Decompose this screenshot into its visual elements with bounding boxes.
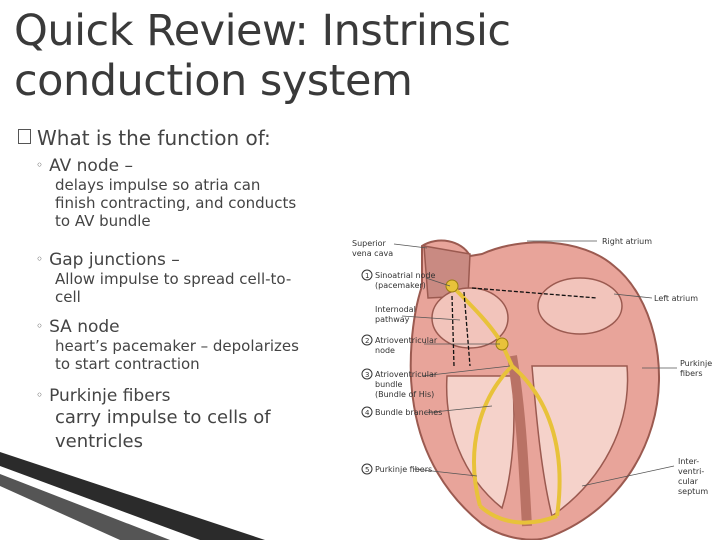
corner-decoration [0,452,265,540]
label-purkinje-fibers: Purkinje fibers [375,465,432,474]
decoration-white-wedge [0,486,120,540]
label-interventricular-septum: Inter- [678,457,699,466]
label-interventricular-septum: ventri- [678,467,704,476]
label-superior-vena-cava: vena cava [352,249,393,258]
label-interventricular-septum: septum [678,487,708,496]
interventricular-septum [507,355,532,527]
label-pacemaker: (pacemaker) [375,281,426,290]
answer-line: delays impulse so atria can [55,176,261,194]
label-right-atrium: Right atrium [602,237,652,246]
step-number: 5 [365,466,369,474]
label-purkinje-fibers-right: Purkinje [680,359,712,368]
step-1-circle-icon [361,269,373,281]
list-item-gap-junctions: ◦ Gap junctions – Allow impulse to spread… [36,250,291,306]
label-superior-vena-cava: Superior [352,239,387,248]
step-2-circle-icon [361,334,373,346]
label-internodal-pathway: Internodal [375,305,416,314]
label-left-atrium: Left atrium [654,294,698,303]
heart-conduction-diagram: Superior vena cava 1 Sinoatrial node (pa… [352,237,712,540]
answer-line: Allow impulse to spread cell-to- [55,270,292,288]
term-gap-junctions: Gap junctions – [49,250,180,270]
label-bundle-branches: Bundle branches [375,408,442,417]
list-item-av-node: ◦ AV node – delays impulse so atria can f… [36,156,296,230]
conduction-pathway [450,284,562,525]
circle-bullet-icon: ◦ [36,388,44,402]
answer-line: ventricles [55,431,143,452]
label-sinoatrial-node: Sinoatrial node [375,271,436,280]
step-number: 1 [365,272,369,280]
list-item-sa-node: ◦ SA node heart’s pacemaker – depolarizes… [36,317,299,373]
step-3-circle-icon [361,368,373,380]
answer-line: cell [55,288,81,306]
question-text: What is the function of: [37,126,271,150]
slide-title: Quick Review: Instrinsic conduction syst… [14,6,574,106]
right-atrium-chamber [431,287,509,349]
term-purkinje-fibers: Purkinje fibers [49,386,171,406]
impulse-arrows [451,287,598,367]
slide-title-line-2: conduction system [14,56,413,106]
step-number: 3 [365,371,369,379]
label-av-bundle: Atrioventricular [375,370,438,379]
label-interventricular-septum: cular [678,477,699,486]
sinoatrial-node [445,279,459,293]
answer-line: heart’s pacemaker – depolarizes [55,337,299,355]
answer-line: to AV bundle [55,212,151,230]
label-av-node: Atrioventricular [375,336,438,345]
term-av-node: AV node – [49,156,133,176]
left-atrium-chamber [537,277,623,335]
answer-line: carry impulse to cells of [55,407,271,428]
step-number: 4 [365,409,370,417]
term-sa-node: SA node [49,317,120,337]
answer-line: finish contracting, and conducts [55,194,297,212]
step-number: 2 [365,337,369,345]
label-internodal-pathway: pathway [375,315,410,324]
circle-bullet-icon: ◦ [36,158,44,172]
step-4-circle-icon [361,406,373,418]
label-av-bundle: bundle [375,380,403,389]
label-av-node: node [375,346,395,355]
step-5-circle-icon [361,463,373,475]
list-item-purkinje-fibers: ◦ Purkinje fibers carry impulse to cells … [36,386,271,454]
checkbox-bullet-icon [18,129,31,144]
answer-line: to start contraction [55,355,200,373]
label-bundle-of-his: (Bundle of His) [375,390,434,399]
label-purkinje-fibers-right: fibers [680,369,703,378]
circle-bullet-icon: ◦ [36,252,44,266]
question-bullet: What is the function of: [18,126,271,150]
slide-title-line-1: Quick Review: Instrinsic [14,6,511,56]
circle-bullet-icon: ◦ [36,319,44,333]
